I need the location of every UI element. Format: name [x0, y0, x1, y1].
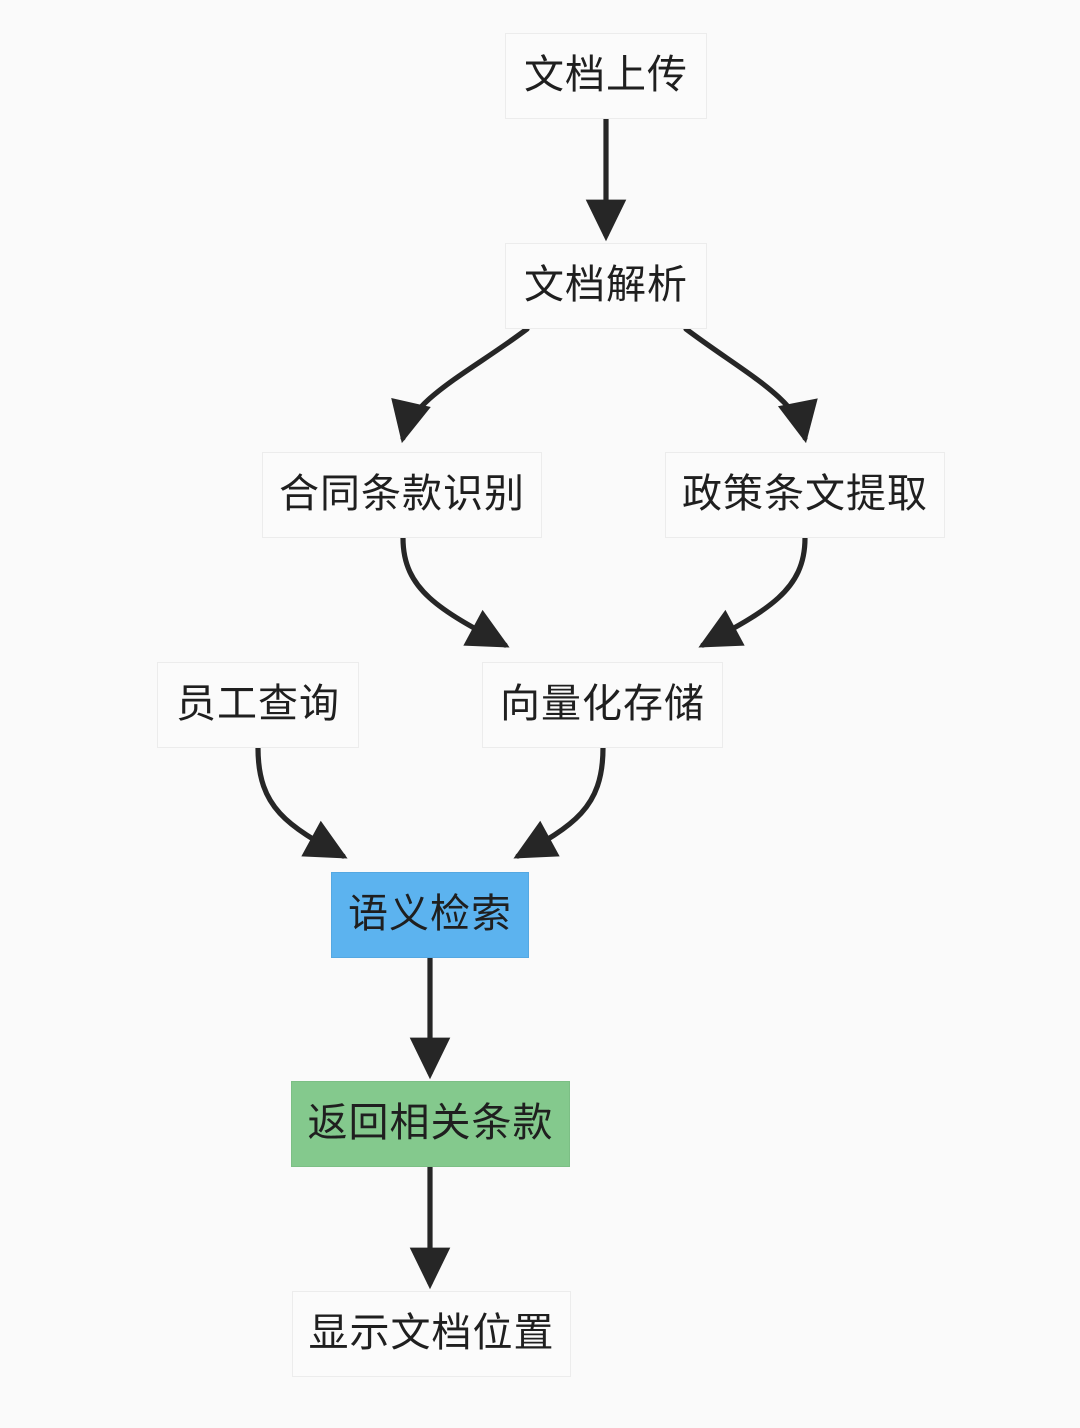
node-label: 合同条款识别	[279, 472, 525, 516]
edge-employee-query-to-semantic-search	[255, 745, 348, 859]
edge-doc-parse-to-policy-extract	[683, 326, 818, 444]
node-label: 返回相关条款	[307, 1101, 554, 1145]
node-show-location[interactable]: 显示文档位置	[292, 1291, 571, 1377]
node-semantic-search[interactable]: 语义检索	[331, 872, 529, 958]
node-doc-upload[interactable]: 文档上传	[505, 33, 707, 119]
node-label: 政策条文提取	[682, 472, 928, 516]
edge-vector-store-to-semantic-search	[513, 745, 606, 859]
node-label: 显示文档位置	[308, 1311, 555, 1355]
node-label: 向量化存储	[500, 682, 705, 726]
node-return-clauses[interactable]: 返回相关条款	[291, 1081, 570, 1167]
edge-policy-extract-to-vector-store	[698, 535, 808, 648]
node-employee-query[interactable]: 员工查询	[157, 662, 359, 748]
node-contract-clause[interactable]: 合同条款识别	[262, 452, 542, 538]
node-vector-store[interactable]: 向量化存储	[482, 662, 723, 748]
edge-doc-parse-to-contract-clause	[391, 326, 530, 444]
node-doc-parse[interactable]: 文档解析	[505, 243, 707, 329]
node-label: 员工查询	[176, 682, 340, 726]
node-label: 文档解析	[524, 263, 688, 307]
node-label: 语义检索	[348, 892, 512, 936]
node-label: 文档上传	[524, 53, 688, 97]
node-policy-extract[interactable]: 政策条文提取	[665, 452, 945, 538]
edge-contract-clause-to-vector-store	[400, 535, 510, 648]
